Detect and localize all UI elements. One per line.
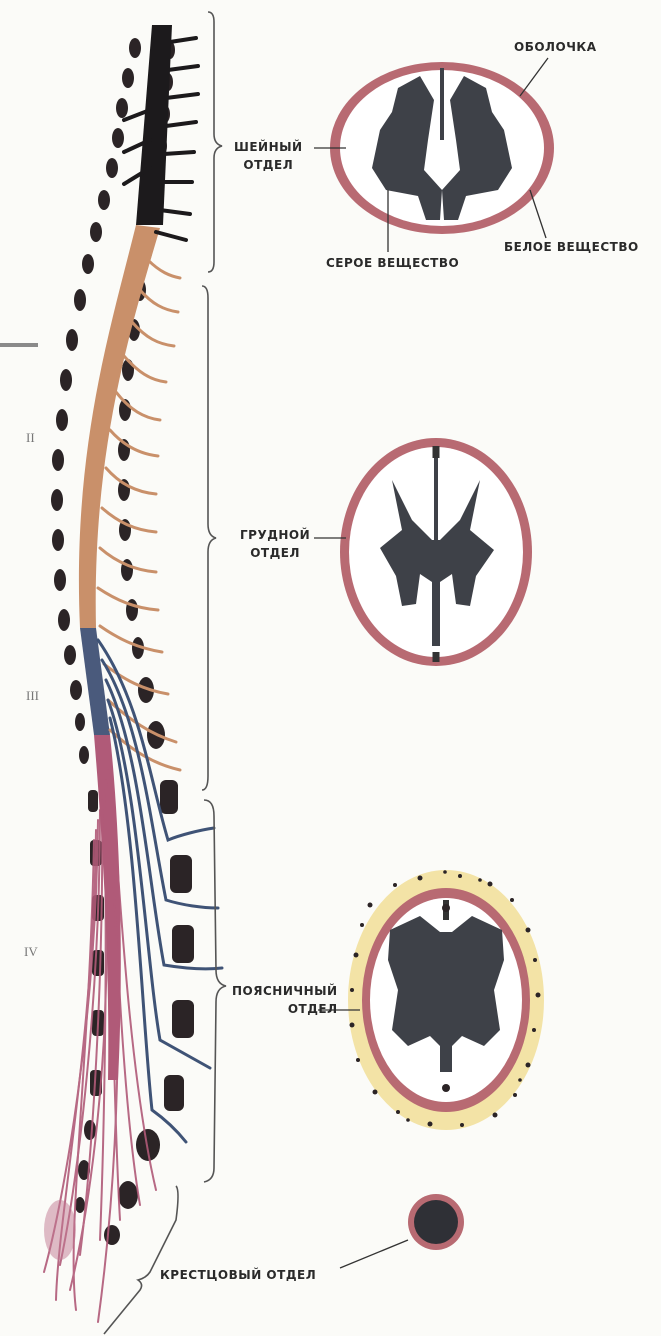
lumbar-cross-section xyxy=(348,870,544,1130)
white-matter-label: БЕЛОЕ ВЕЩЕСТВО xyxy=(504,238,639,256)
brace-sacral xyxy=(104,1186,178,1334)
roman-numeral-ii: II xyxy=(26,430,35,446)
roman-numeral-iv: IV xyxy=(24,944,38,960)
lumbar-label-line2: ОТДЕЛ xyxy=(232,1000,338,1018)
sacral-leader xyxy=(340,1240,408,1268)
cervical-label-line1: ШЕЙНЫЙ xyxy=(234,138,303,156)
membrane-label: ОБОЛОЧКА xyxy=(514,38,597,56)
thoracic-cross-section xyxy=(340,438,532,666)
brace-lumbar xyxy=(204,800,226,1182)
thoracic-label-line2: ОТДЕЛ xyxy=(240,544,310,562)
vertebrae xyxy=(51,38,194,1245)
thoracic-label: ГРУДНОЙ ОТДЕЛ xyxy=(240,526,310,562)
thoracic-label-line1: ГРУДНОЙ xyxy=(240,526,310,544)
lumbar-label-line1: ПОЯСНИЧНЫЙ xyxy=(232,982,338,1000)
brace-thoracic xyxy=(202,286,216,790)
roman-numeral-iii: III xyxy=(26,688,39,704)
cervical-label-line2: ОТДЕЛ xyxy=(234,156,303,174)
lumbar-label: ПОЯСНИЧНЫЙ ОТДЕЛ xyxy=(232,982,338,1018)
cervical-cross-section xyxy=(330,62,554,234)
sacral-label: КРЕСТЦОВЫЙ ОТДЕЛ xyxy=(160,1266,316,1284)
sacral-plexus xyxy=(44,1200,76,1260)
sacral-cross-section xyxy=(408,1194,464,1250)
brace-cervical xyxy=(208,12,222,272)
thoracic-segment xyxy=(79,225,160,628)
cervical-label: ШЕЙНЫЙ ОТДЕЛ xyxy=(234,138,303,174)
gray-matter-label: СЕРОЕ ВЕЩЕСТВО xyxy=(326,254,459,272)
